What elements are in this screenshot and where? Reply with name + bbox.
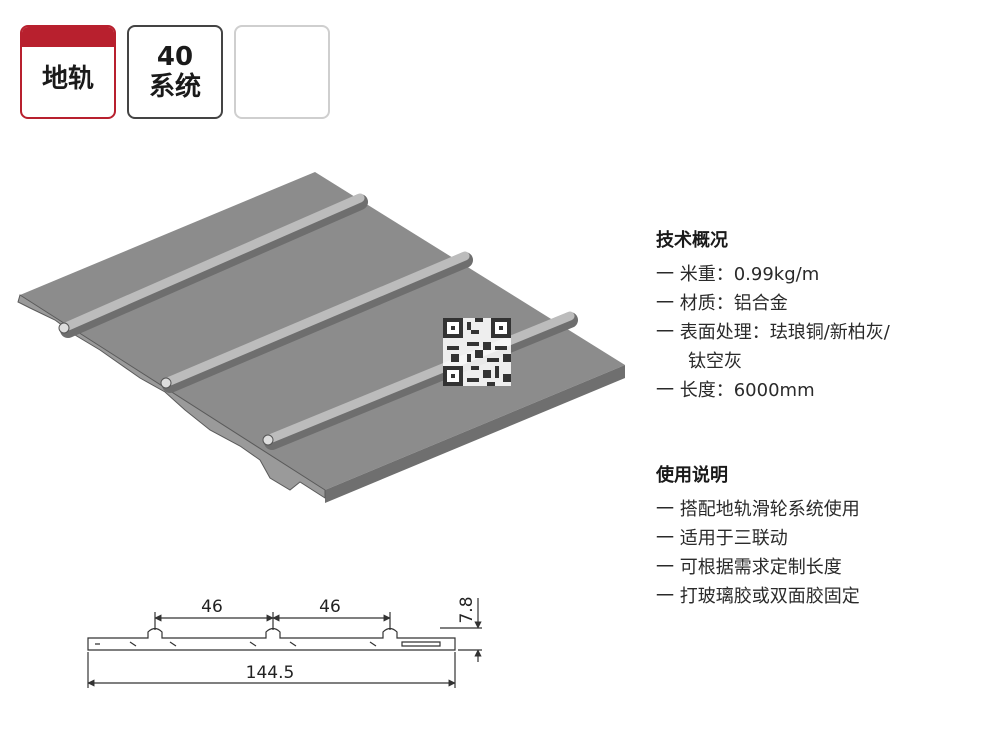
dim-height-label: 7.8 [457,596,477,623]
spec-weight: 一 米重：0.99kg/m [656,264,820,285]
ridge-end-3 [262,434,274,446]
category-tag-floor-rail: 地轨 [20,25,116,119]
profile-outline [87,627,456,651]
dim-span2-label: 46 [319,597,341,617]
usage-section: 使用说明 一 搭配地轨滑轮系统使用 一 适用于三联动 一 可根据需求定制长度 一… [656,461,976,611]
system-tag: 40 系统 [127,25,223,119]
spec-finish-cont: 钛空灰 [688,351,742,372]
rail-top-face [20,172,625,490]
rail-end-profile [17,294,326,499]
ridge-end-1 [58,322,70,334]
tech-overview-title: 技术概况 [656,230,728,251]
system-label: 系统 [148,72,201,102]
empty-tag [234,25,330,119]
tech-overview-section: 技术概况 一 米重：0.99kg/m 一 材质：铝合金 一 表面处理：珐琅铜/新… [656,226,976,405]
usage-item-3: 一 可根据需求定制长度 [656,557,842,578]
spec-length: 一 长度：6000mm [656,380,815,401]
category-label: 地轨 [41,64,94,94]
usage-item-4: 一 打玻璃胶或双面胶固定 [656,586,860,607]
spec-material: 一 材质：铝合金 [656,293,788,314]
dim-span1-label: 46 [201,597,223,617]
dim-width-label: 144.5 [246,663,295,683]
usage-item-1: 一 搭配地轨滑轮系统使用 [656,499,860,520]
usage-title: 使用说明 [656,465,728,486]
profile-details [95,641,441,647]
ridge-end-2 [160,377,172,389]
profile-dimension-drawing: 46 46 144.5 7.8 [87,596,482,688]
profile-3d-illustration [17,172,625,503]
tag-red-band [22,27,114,47]
spec-finish: 一 表面处理：珐琅铜/新柏灰/ [656,322,890,343]
system-number: 40 [156,42,194,72]
usage-item-2: 一 适用于三联动 [656,528,788,549]
qr-code [443,318,511,386]
rail-ridges [60,193,578,450]
rail-front-face [325,365,625,503]
